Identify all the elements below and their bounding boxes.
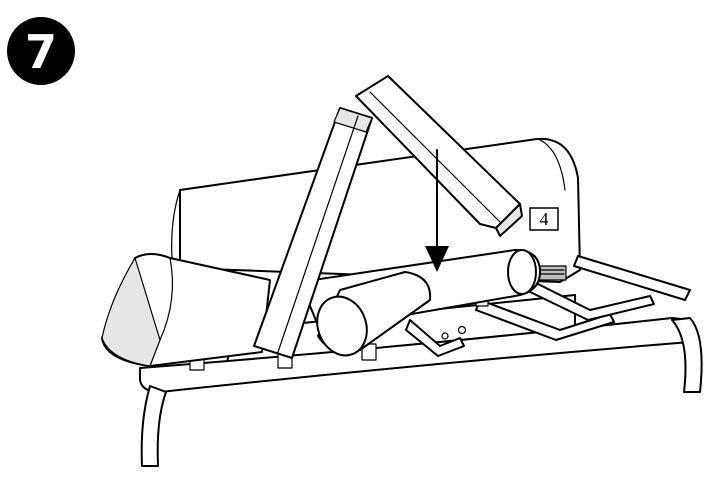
callout-frame [529, 207, 559, 231]
log-tall [253, 107, 373, 359]
log-grate [139, 255, 703, 467]
callout-box: 4 [529, 207, 559, 231]
log-round [316, 271, 432, 357]
placement-arrow [425, 149, 449, 272]
log-left [101, 253, 271, 367]
step-badge: 7 [7, 17, 75, 85]
callout-label: 4 [540, 209, 549, 229]
step-badge-circle [7, 17, 75, 85]
step-number: 7 [25, 25, 57, 79]
arrow-head [425, 246, 449, 272]
screw [441, 332, 449, 340]
screw [457, 325, 467, 335]
vent-slot [537, 265, 567, 281]
